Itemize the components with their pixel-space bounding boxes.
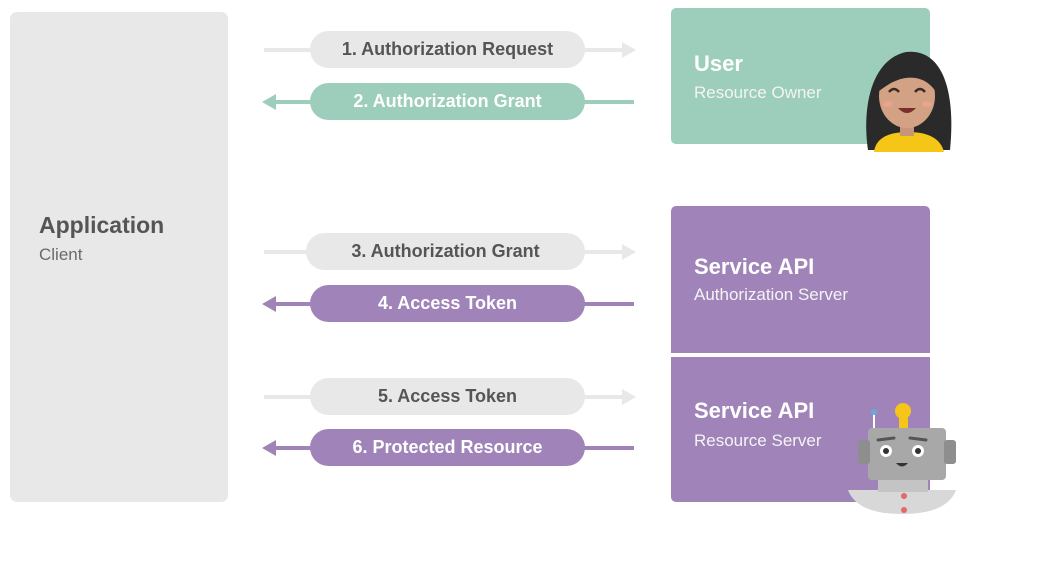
resource-server-box: Service API Resource Server — [671, 357, 930, 502]
step-1-label: 1. Authorization Request — [310, 31, 585, 68]
application-client-box: Application Client — [10, 12, 228, 502]
resource-server-subtitle: Resource Server — [694, 431, 822, 450]
resource-server-title: Service API — [694, 398, 815, 423]
step-3-label: 3. Authorization Grant — [306, 233, 585, 270]
authorization-server-box: Service API Authorization Server — [671, 206, 930, 353]
user-title: User — [694, 51, 743, 76]
client-subtitle: Client — [39, 245, 83, 264]
auth-server-subtitle: Authorization Server — [694, 285, 849, 304]
step-6-label: 6. Protected Resource — [310, 429, 585, 466]
robot-icon — [848, 403, 956, 514]
step-2-label: 2. Authorization Grant — [310, 83, 585, 120]
client-title: Application — [39, 212, 165, 238]
woman-avatar-icon — [866, 51, 952, 152]
user-subtitle: Resource Owner — [694, 83, 822, 102]
step-4-label: 4. Access Token — [310, 285, 585, 322]
auth-server-title: Service API — [694, 254, 815, 279]
step-5-label: 5. Access Token — [310, 378, 585, 415]
